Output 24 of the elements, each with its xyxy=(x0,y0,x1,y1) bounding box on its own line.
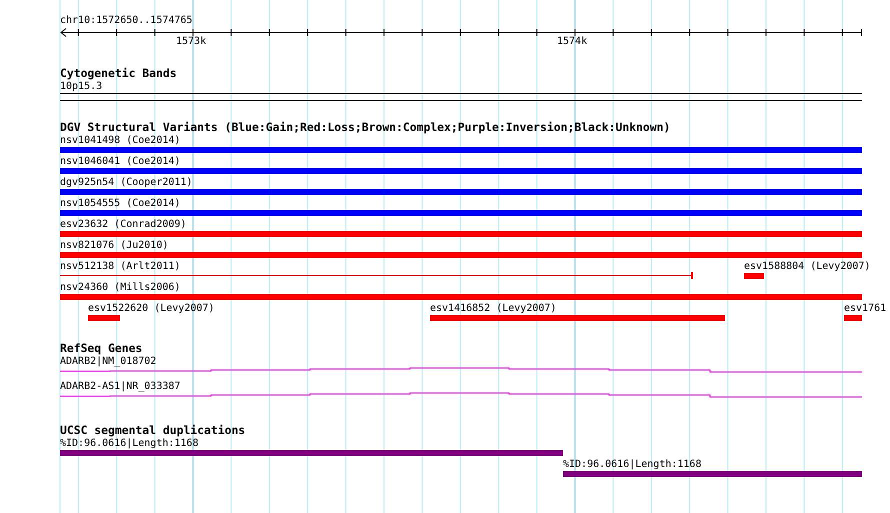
variant-label: esv23632 (Conrad2009) xyxy=(60,219,186,230)
duplication-label: %ID:96.0616|Length:1168 xyxy=(563,459,702,470)
gene-label: ADARB2|NM_018702 xyxy=(60,356,156,367)
track-title: DGV Structural Variants (Blue:Gain;Red:Loss;Brown:Complex;Purple:Inversion;Black:Unknown) xyxy=(60,121,670,133)
variant-label: nsv821076 (Ju2010) xyxy=(60,240,168,251)
band-label: 10p15.3 xyxy=(60,81,102,92)
gene-label: ADARB2-AS1|NR_033387 xyxy=(60,381,180,392)
coordinate-label: chr10:1572650..1574765 xyxy=(60,15,192,26)
variant-label: nsv1041498 (Coe2014) xyxy=(60,135,180,146)
variant-label: nsv1046041 (Coe2014) xyxy=(60,156,180,167)
track-title: UCSC segmental duplications xyxy=(60,424,246,436)
variant-label: nsv512138 (Arlt2011) xyxy=(60,261,180,272)
variant-label: esv1416852 (Levy2007) xyxy=(430,303,556,314)
variant-label: nsv1054555 (Coe2014) xyxy=(60,198,180,209)
duplication-label: %ID:96.0616|Length:1168 xyxy=(60,438,198,449)
variant-label: nsv24360 (Mills2006) xyxy=(60,282,180,293)
tick-label: 1573k xyxy=(176,36,206,47)
tick-label: 1574k xyxy=(557,36,588,47)
variant-label: esv1588804 (Levy2007) xyxy=(744,261,870,272)
track-title: RefSeq Genes xyxy=(60,342,142,354)
variant-label: esv1522620 (Levy2007) xyxy=(88,303,214,314)
variant-label: dgv925n54 (Cooper2011) xyxy=(60,177,192,188)
track-title: Cytogenetic Bands xyxy=(60,67,177,79)
variant-label: esv1761 xyxy=(844,303,886,314)
